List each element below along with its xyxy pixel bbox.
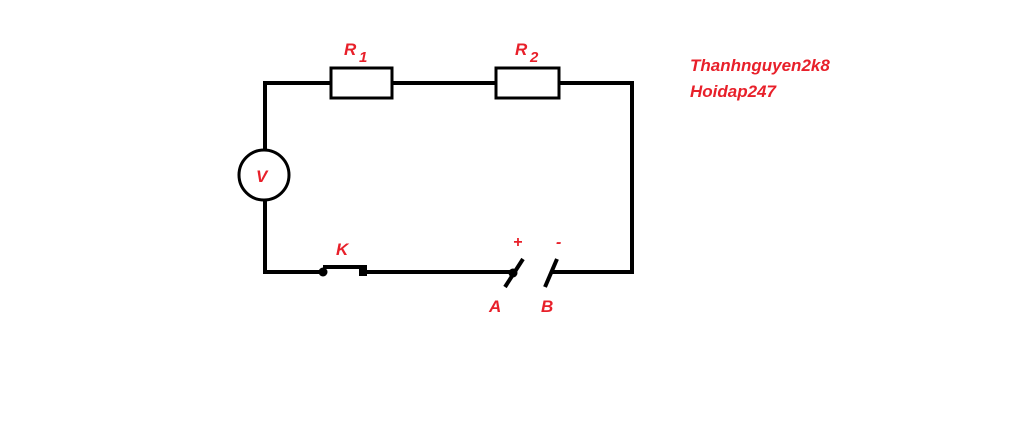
source-terminal-a: + A xyxy=(488,234,525,316)
resistor-r2-body xyxy=(494,66,561,100)
voltmeter: V xyxy=(237,148,291,202)
resistor-r2-letter: R xyxy=(515,40,528,59)
resistor-r1-body xyxy=(329,66,394,100)
credit-line-1: Thanhnguyen2k8 xyxy=(690,56,830,75)
credit-text: Thanhnguyen2k8 Hoidap247 xyxy=(690,56,830,101)
resistor-r2: R 2 xyxy=(494,40,561,100)
switch-k: K xyxy=(318,240,367,277)
source-terminal-b: - B xyxy=(541,234,561,316)
terminal-a-polarity: + xyxy=(513,234,522,251)
terminal-b-label: B xyxy=(541,297,553,316)
voltmeter-circle xyxy=(237,148,291,202)
voltmeter-symbol: V xyxy=(256,167,269,186)
resistor-r1: R 1 xyxy=(329,40,394,100)
circuit-wires xyxy=(263,81,634,274)
switch-k-label: K xyxy=(336,240,350,259)
terminal-b-plate xyxy=(543,258,559,288)
resistor-r1-index: 1 xyxy=(359,49,367,66)
resistor-r1-letter: R xyxy=(344,40,357,59)
terminal-b-polarity: - xyxy=(556,234,561,251)
credit-line-2: Hoidap247 xyxy=(690,82,778,101)
switch-k-contact-end xyxy=(359,266,367,276)
resistor-r2-index: 2 xyxy=(529,49,539,66)
switch-k-pivot-dot xyxy=(318,267,328,277)
terminal-a-label: A xyxy=(488,297,501,316)
terminal-a-dot xyxy=(508,268,518,278)
